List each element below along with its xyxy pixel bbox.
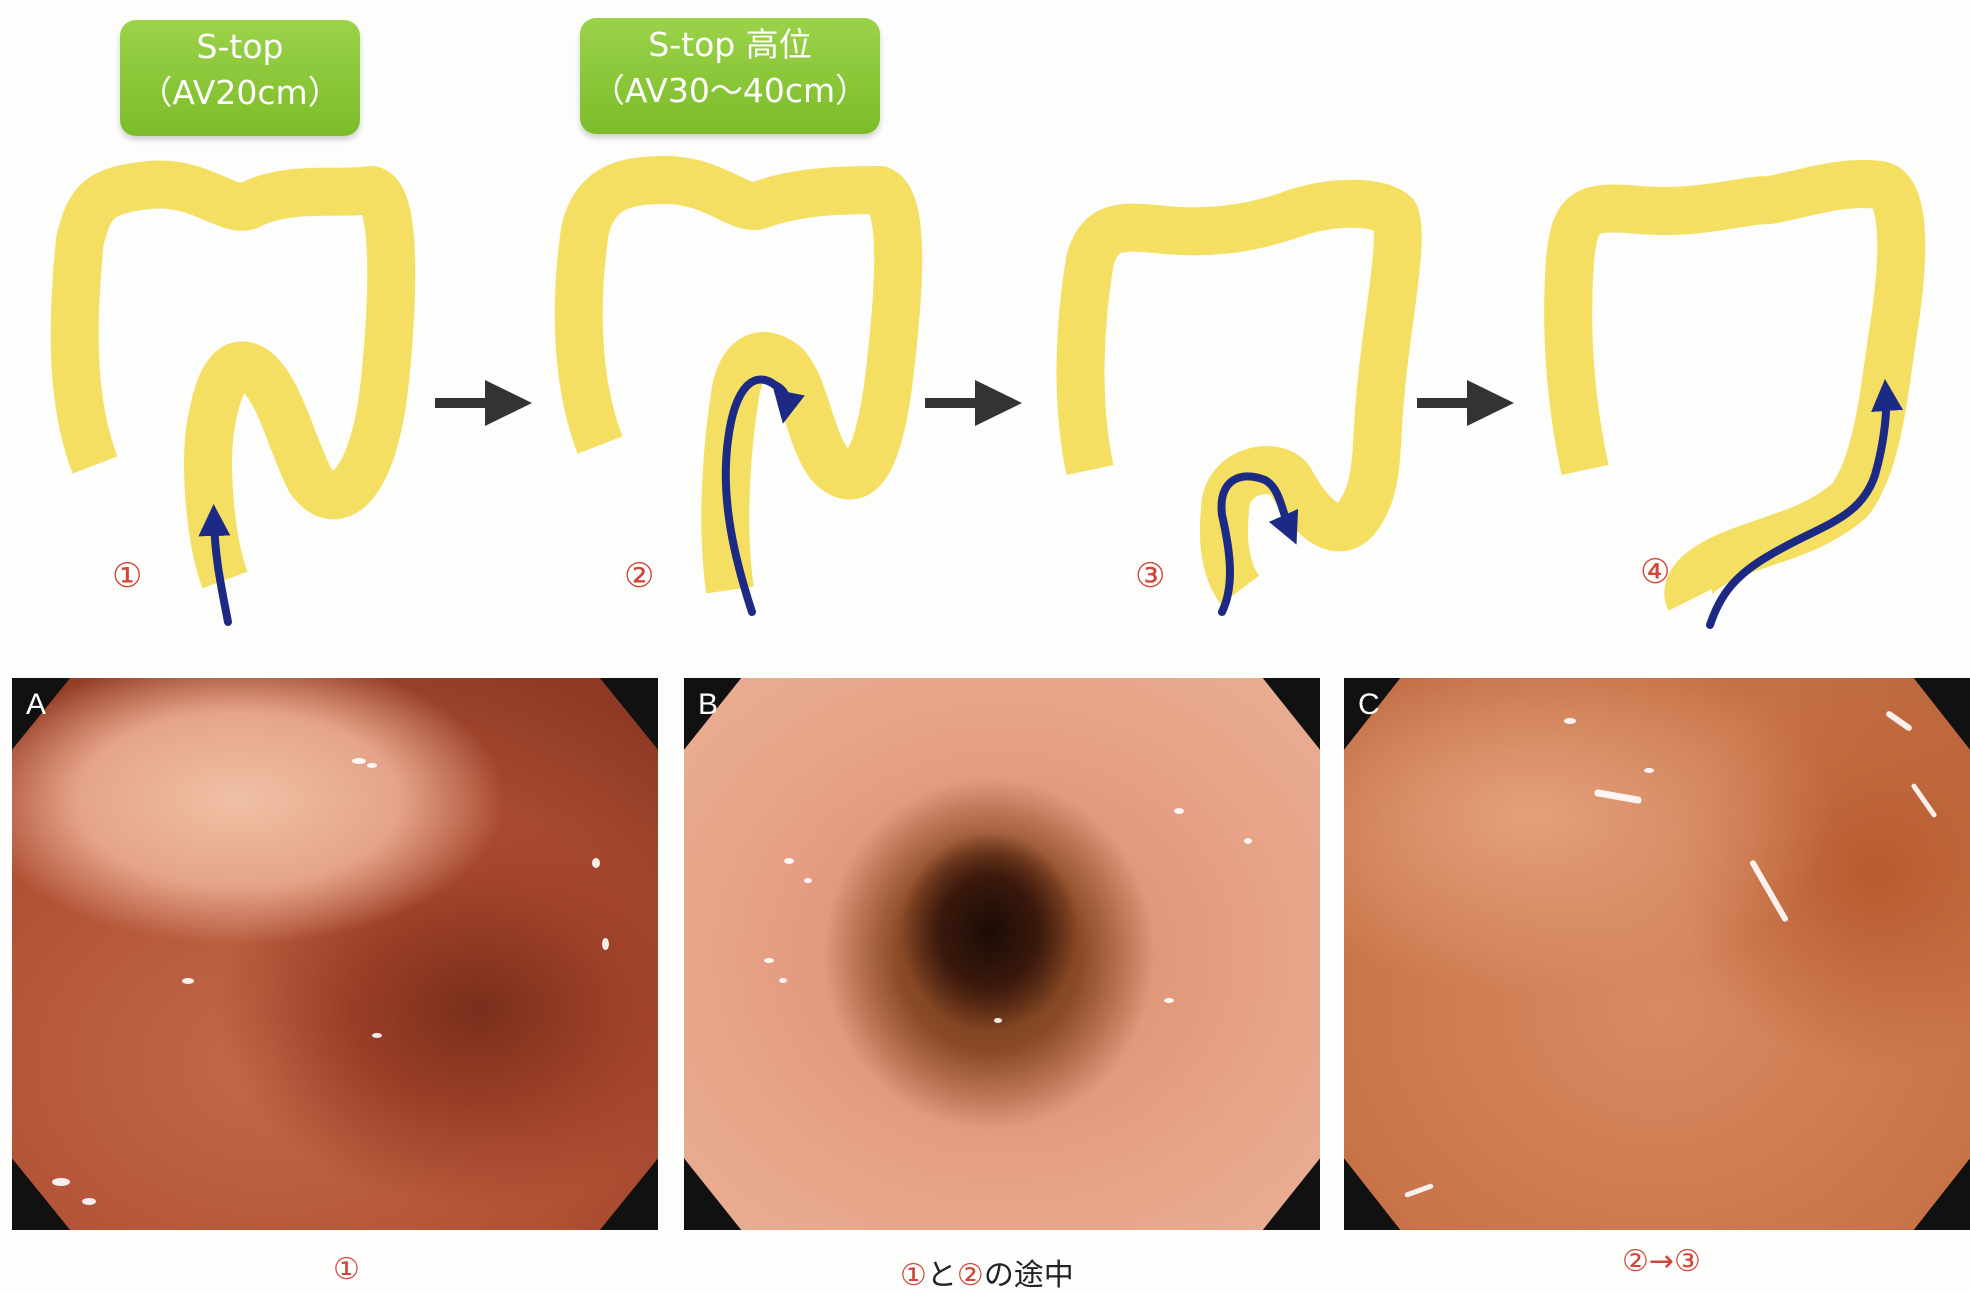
- arrow-icon-2: [925, 380, 1022, 426]
- photo-label-a: A: [26, 688, 46, 722]
- colon-diagram-4: [1568, 184, 1901, 600]
- colon-diagram-3: [1081, 204, 1398, 590]
- step-number-4: ④: [1640, 552, 1670, 592]
- endoscopy-photo-a: A: [12, 678, 658, 1230]
- photo-label-c: C: [1358, 688, 1380, 722]
- endoscopy-photo-b: B: [684, 678, 1320, 1230]
- photo-label-b: B: [698, 688, 718, 722]
- endoscopy-image-b: [684, 678, 1320, 1230]
- caption-c: ②→③: [1622, 1244, 1701, 1279]
- caption-b: ①と②の途中: [900, 1250, 1074, 1294]
- endoscopy-photo-c: C: [1344, 678, 1970, 1230]
- caption-a: ①: [333, 1252, 360, 1287]
- endoscopy-image-c: [1344, 678, 1970, 1230]
- colon-diagram-2: [579, 180, 898, 590]
- endoscopy-image-a: [12, 678, 658, 1230]
- colon-diagram-1: [75, 185, 392, 580]
- arrow-icon-1: [435, 380, 532, 426]
- colon-diagrams: [0, 0, 1970, 680]
- step-number-3: ③: [1135, 556, 1165, 596]
- step-number-1: ①: [112, 556, 142, 596]
- arrow-icon-3: [1417, 380, 1514, 426]
- step-number-2: ②: [624, 556, 654, 596]
